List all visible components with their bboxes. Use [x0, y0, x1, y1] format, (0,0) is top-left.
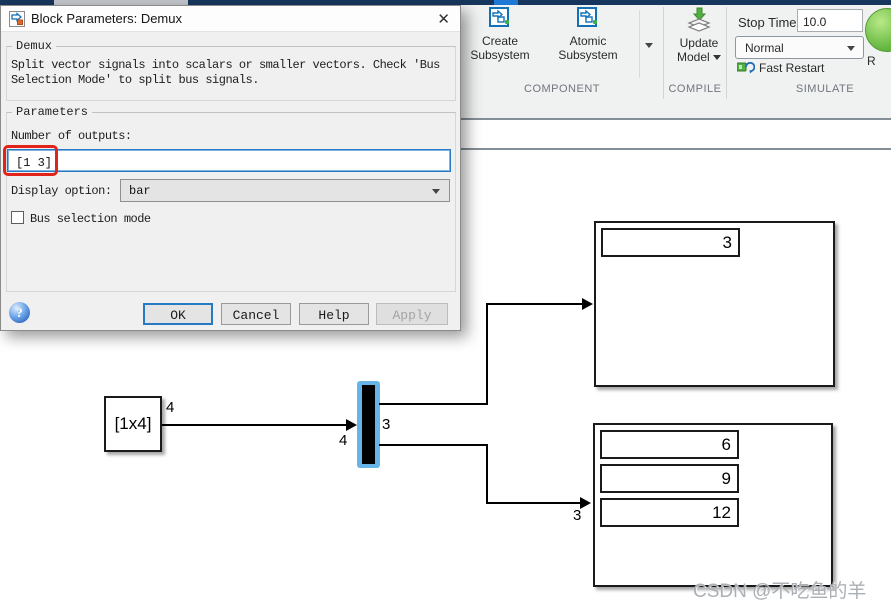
chevron-down-icon	[432, 189, 440, 194]
signal-width-label: 4	[339, 432, 348, 449]
constant-block-label: [1x4]	[114, 414, 152, 433]
cancel-button[interactable]: Cancel	[221, 303, 291, 325]
section-divider	[663, 7, 664, 99]
fast-restart-icon	[736, 60, 756, 77]
run-button[interactable]	[865, 8, 891, 52]
display-value: 3	[601, 228, 740, 257]
run-button-label: R	[867, 54, 876, 68]
update-model-label-2: Model	[671, 50, 727, 64]
annotation-red-box	[3, 145, 58, 176]
create-subsystem-label-1: Create	[481, 34, 519, 48]
section-divider	[726, 7, 727, 99]
display-block-1[interactable]: 3	[594, 221, 835, 387]
bus-selection-checkbox[interactable]	[11, 211, 24, 224]
dialog-title: Block Parameters: Demux	[31, 11, 182, 26]
chevron-down-icon	[713, 55, 722, 61]
ok-button[interactable]: OK	[143, 303, 213, 325]
atomic-subsystem-button[interactable]: Atomic Subsystem	[549, 7, 627, 62]
parameters-groupbox: Parameters Number of outputs: Display op…	[3, 105, 456, 292]
subsystem-add-icon	[489, 7, 511, 34]
top-strip-blue-segment	[494, 0, 518, 5]
help-button[interactable]: Help	[299, 303, 369, 325]
atomic-subsystem-label-1: Atomic	[569, 34, 607, 48]
signal-wire[interactable]	[486, 303, 582, 305]
signal-wire[interactable]	[486, 304, 488, 405]
display-option-select[interactable]: bar	[120, 179, 450, 202]
chevron-down-icon	[847, 46, 855, 51]
update-model-button[interactable]: Update Model	[671, 7, 727, 64]
constant-block[interactable]: [1x4]	[104, 396, 162, 452]
display-value: 9	[600, 464, 739, 493]
demux-groupbox: Demux Split vector signals into scalars …	[6, 39, 456, 101]
component-gallery-divider	[639, 10, 640, 78]
stop-time-label: Stop Time	[738, 15, 797, 30]
demux-bar	[362, 385, 375, 464]
toolstrip: Create Subsystem Atomic Subsystem COMPON…	[461, 5, 891, 120]
signal-wire[interactable]	[486, 502, 580, 504]
help-icon[interactable]: ?	[9, 302, 30, 323]
demux-description: Split vector signals into scalars or sma…	[11, 58, 440, 87]
window-top-strip	[0, 0, 891, 5]
signal-wire[interactable]	[486, 444, 488, 504]
atomic-subsystem-label-2: Subsystem	[558, 48, 618, 62]
signal-width-label: 4	[166, 399, 175, 416]
signal-width-label: 3	[382, 416, 391, 433]
component-section-label: COMPONENT	[524, 83, 600, 95]
compile-section-label: COMPILE	[668, 83, 722, 95]
signal-width-label: 3	[573, 507, 582, 524]
display-value: 12	[600, 498, 739, 527]
chevron-down-icon	[645, 43, 653, 49]
wire-arrowhead-icon	[582, 298, 593, 310]
atomic-subsystem-add-icon	[577, 7, 599, 34]
simulate-section-label: SIMULATE	[795, 83, 855, 95]
number-of-outputs-input[interactable]	[7, 149, 451, 172]
simulation-mode-value: Normal	[745, 41, 784, 55]
fast-restart-label: Fast Restart	[759, 61, 825, 75]
stop-time-input[interactable]	[797, 9, 863, 32]
dialog-titlebar[interactable]: Block Parameters: Demux ✕	[1, 6, 460, 32]
fast-restart-toggle[interactable]: Fast Restart	[736, 60, 824, 77]
display-option-label: Display option:	[11, 184, 112, 198]
create-subsystem-button[interactable]: Create Subsystem	[463, 7, 537, 62]
signal-wire[interactable]	[379, 444, 487, 446]
watermark-text: CSDN @不吃鱼的羊	[693, 581, 867, 602]
top-strip-gray-segment	[54, 0, 188, 5]
block-parameters-dialog: Block Parameters: Demux ✕ Demux Split ve…	[0, 5, 461, 331]
simulation-mode-select[interactable]: Normal	[735, 36, 864, 59]
display-block-2[interactable]: 6 9 12	[593, 423, 833, 587]
update-model-icon	[686, 7, 712, 36]
signal-wire[interactable]	[379, 403, 487, 405]
block-parameters-icon	[9, 11, 25, 27]
wire-arrowhead-icon	[580, 497, 591, 509]
bus-selection-label: Bus selection mode	[30, 212, 151, 226]
apply-button[interactable]: Apply	[376, 303, 448, 325]
component-gallery-expand-button[interactable]	[645, 38, 653, 52]
signal-wire[interactable]	[162, 424, 346, 426]
update-model-label-1: Update	[679, 36, 719, 50]
parameters-group-label: Parameters	[12, 105, 93, 119]
demux-block-selected[interactable]	[357, 381, 380, 468]
document-tab-bar	[461, 122, 891, 150]
display-value: 6	[600, 430, 739, 459]
demux-group-label: Demux	[12, 39, 57, 53]
create-subsystem-label-2: Subsystem	[470, 48, 530, 62]
wire-arrowhead-icon	[346, 419, 357, 431]
number-of-outputs-label: Number of outputs:	[11, 129, 132, 143]
display-option-value: bar	[129, 184, 151, 198]
close-icon[interactable]: ✕	[437, 11, 450, 28]
